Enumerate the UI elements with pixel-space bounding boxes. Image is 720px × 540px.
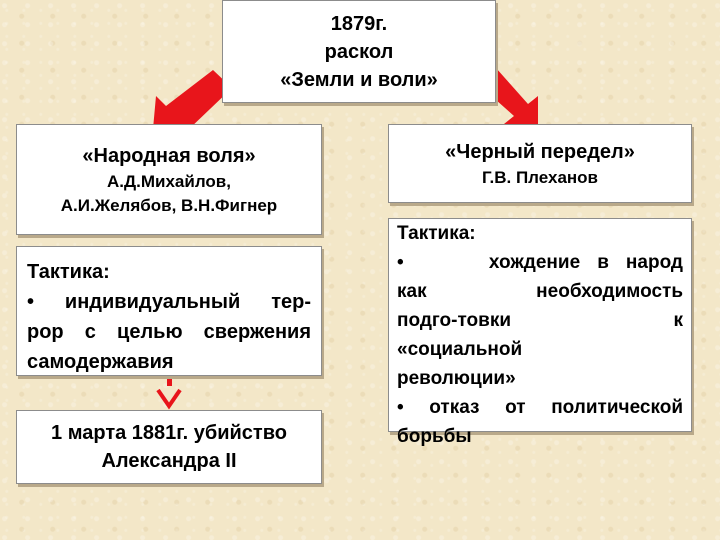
narodnaya-volya-people-2: А.И.Желябов, В.Н.Фигнер [60, 195, 278, 215]
cherny-peredel-people: Г.В. Плеханов [482, 167, 598, 187]
split-organization: «Земли и воли» [280, 68, 438, 91]
cherny-peredel-title: «Черный передел» [445, 140, 635, 163]
tactic-label: Тактика: [27, 261, 110, 283]
narodnaya-volya-box: «Народная воля» А.Д.Михайлов, А.И.Желябо… [16, 124, 322, 235]
tactic-line: • хождение в народ [397, 252, 683, 273]
tactic-line: «социальной [397, 339, 523, 360]
cherny-peredel-box: «Черный передел» Г.В. Плеханов [388, 124, 692, 203]
tactic-line: революции» [397, 368, 516, 389]
tactic-line: рор с целью свержения [27, 321, 311, 343]
tactic-line: подго-товки к [397, 310, 683, 331]
tactic-line: самодержавия [27, 351, 174, 373]
narodnaya-volya-result-box: 1 марта 1881г. убийство Александра II [16, 410, 322, 484]
arrow-left-down-icon [152, 70, 232, 140]
tactic-label: Тактика: [397, 223, 476, 244]
narodnaya-volya-people-1: А.Д.Михайлов, [107, 171, 231, 191]
cherny-peredel-tactic-box: Тактика: • хождение в народ как необходи… [388, 218, 692, 447]
result-line-2: Александра II [101, 450, 237, 472]
tactic-line: • отказ от политической [397, 397, 683, 418]
narodnaya-volya-tactic-box: Тактика: • индивидуальный тер- рор с цел… [16, 246, 322, 376]
result-line-1: 1 марта 1881г. убийство [51, 422, 287, 444]
split-year-box: 1879г. раскол «Земли и воли» [222, 0, 496, 103]
split-year: 1879г. [330, 12, 388, 35]
narodnaya-volya-title: «Народная воля» [82, 144, 256, 167]
arrow-small-down-icon [156, 377, 182, 410]
split-label: раскол [324, 40, 394, 63]
tactic-line: как необходимость [397, 281, 683, 302]
tactic-line: борьбы [397, 426, 472, 447]
tactic-line: • индивидуальный тер- [27, 291, 311, 313]
